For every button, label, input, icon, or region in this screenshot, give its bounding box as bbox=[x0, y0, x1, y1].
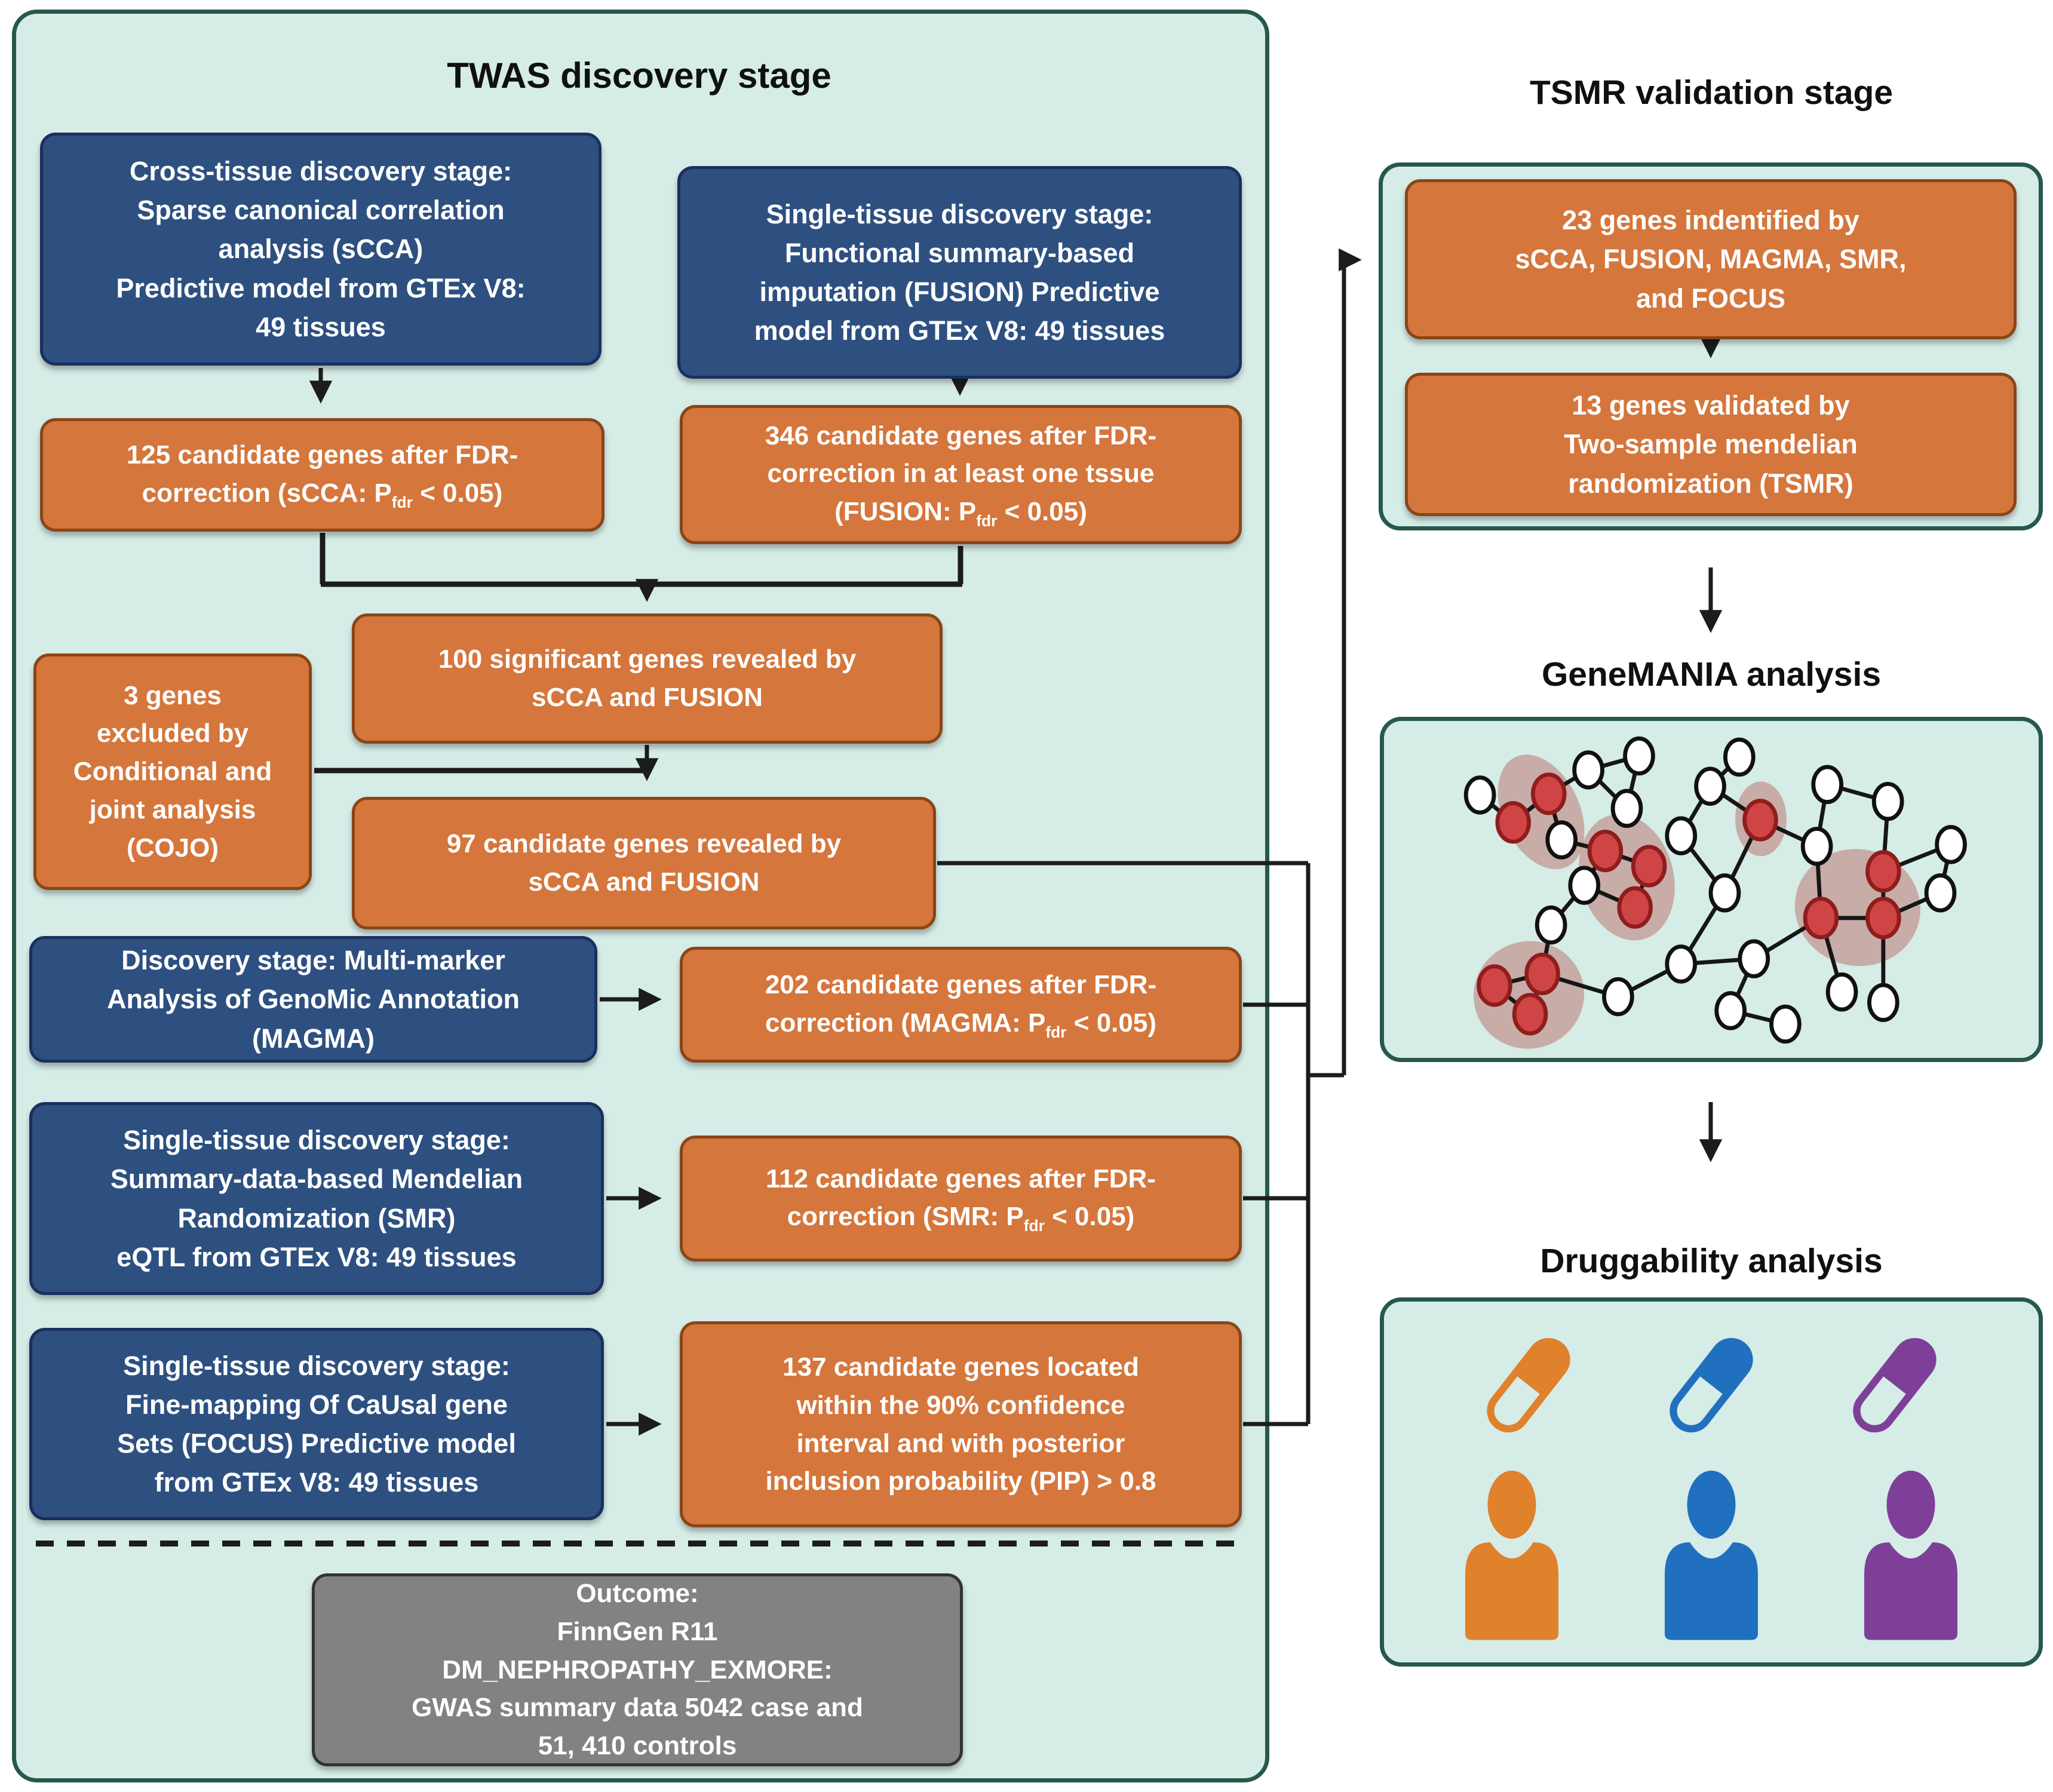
network-node-red bbox=[1524, 952, 1560, 996]
network-node-white bbox=[1623, 736, 1655, 776]
tsmr-title: TSMR validation stage bbox=[1529, 73, 1894, 112]
network-node-red bbox=[1587, 829, 1624, 873]
network-node-red bbox=[1617, 886, 1653, 929]
smr-result-text: 112 candidate genes after FDR- correctio… bbox=[766, 1164, 1156, 1232]
twas-title: TWAS discovery stage bbox=[447, 56, 831, 96]
magma-result-box: 202 candidate genes after FDR- correctio… bbox=[680, 947, 1242, 1063]
network-node-white bbox=[1714, 991, 1747, 1030]
person-icon-row bbox=[1402, 1465, 2021, 1644]
network-node-white bbox=[1602, 977, 1634, 1017]
network-node-red bbox=[1512, 993, 1548, 1036]
genes100-box: 100 significant genes revealed by sCCA a… bbox=[352, 613, 943, 744]
person-icon-orange bbox=[1465, 1471, 1558, 1640]
magma-result-sub: fdr bbox=[1045, 1023, 1067, 1041]
pill-icon-blue bbox=[1670, 1337, 1753, 1433]
cojo-box: 3 genes excluded by Conditional and join… bbox=[33, 653, 312, 890]
fusion-method-box: Single-tissue discovery stage: Functiona… bbox=[677, 166, 1242, 379]
genes97-box: 97 candidate genes revealed by sCCA and … bbox=[352, 797, 936, 929]
network-node-white bbox=[1694, 766, 1726, 806]
network-node-white bbox=[1535, 905, 1567, 945]
scca-result-box: 125 candidate genes after FDR- correctio… bbox=[40, 418, 604, 532]
network-node-red bbox=[1865, 850, 1901, 893]
network-node-white bbox=[1723, 737, 1756, 777]
magma-method-box: Discovery stage: Multi-marker Analysis o… bbox=[29, 936, 597, 1063]
network-node-red bbox=[1742, 799, 1778, 842]
fusion-result-box: 346 candidate genes after FDR- correctio… bbox=[680, 405, 1242, 544]
network-node-white bbox=[1568, 866, 1601, 905]
network-node-white bbox=[1825, 972, 1858, 1012]
smr-result-post: < 0.05) bbox=[1044, 1202, 1135, 1232]
network-node-white bbox=[1811, 765, 1844, 805]
smr-method-box: Single-tissue discovery stage: Summary-d… bbox=[29, 1102, 604, 1295]
network-node-white bbox=[1924, 873, 1957, 913]
smr-result-box: 112 candidate genes after FDR- correctio… bbox=[680, 1136, 1242, 1262]
network-node-white bbox=[1871, 781, 1904, 821]
network-node-red bbox=[1495, 801, 1531, 844]
druggability-panel bbox=[1380, 1297, 2043, 1667]
network-node-white bbox=[1572, 750, 1604, 790]
focus-method-box: Single-tissue discovery stage: Fine-mapp… bbox=[29, 1328, 604, 1520]
network-node-white bbox=[1610, 788, 1643, 829]
magma-result-text: 202 candidate genes after FDR- correctio… bbox=[765, 970, 1157, 1038]
fusion-result-post: < 0.05) bbox=[997, 497, 1087, 527]
outcome-box: Outcome: FinnGen R11 DM_NEPHROPATHY_EXMO… bbox=[312, 1573, 963, 1766]
genes13-box: 13 genes validated by Two-sample mendeli… bbox=[1405, 373, 2017, 516]
network-node-red bbox=[1865, 897, 1901, 940]
network-node-red bbox=[1631, 845, 1667, 888]
network-node-white bbox=[1867, 983, 1899, 1022]
focus-result-box: 137 candidate genes located within the 9… bbox=[680, 1321, 1242, 1527]
genemania-title: GeneMANIA analysis bbox=[1541, 655, 1882, 694]
network-node-white bbox=[1935, 825, 1967, 864]
person-icon-blue bbox=[1665, 1471, 1758, 1640]
scca-method-box: Cross-tissue discovery stage: Sparse can… bbox=[40, 133, 602, 366]
network-node-white bbox=[1708, 873, 1741, 913]
pill-icon-purple bbox=[1852, 1337, 1937, 1433]
genes23-box: 23 genes indentified by sCCA, FUSION, MA… bbox=[1405, 179, 2017, 339]
network-node-white bbox=[1545, 820, 1578, 860]
genemania-panel bbox=[1380, 717, 2043, 1062]
gene-network-graph bbox=[1463, 736, 1967, 1049]
network-node-red bbox=[1530, 772, 1567, 815]
network-node-white bbox=[1665, 816, 1698, 855]
druggability-title: Druggability analysis bbox=[1540, 1242, 1883, 1280]
network-node-white bbox=[1769, 1004, 1802, 1044]
smr-result-sub: fdr bbox=[1023, 1217, 1045, 1235]
fusion-result-sub: fdr bbox=[976, 512, 998, 530]
scca-result-text: 125 candidate genes after FDR- correctio… bbox=[126, 440, 518, 508]
scca-result-sub: fdr bbox=[391, 493, 413, 511]
pill-icon-row bbox=[1402, 1325, 2021, 1445]
network-node-white bbox=[1463, 775, 1496, 815]
scca-result-post: < 0.05) bbox=[412, 478, 503, 508]
person-icon-purple bbox=[1864, 1471, 1957, 1640]
magma-result-post: < 0.05) bbox=[1066, 1008, 1156, 1038]
pill-icon-orange bbox=[1486, 1337, 1570, 1433]
network-node-red bbox=[1477, 964, 1512, 1007]
network-node-red bbox=[1803, 897, 1839, 940]
network-node-white bbox=[1665, 944, 1698, 984]
fusion-result-text: 346 candidate genes after FDR- correctio… bbox=[765, 421, 1157, 527]
network-node-white bbox=[1738, 939, 1770, 978]
network-node-white bbox=[1800, 827, 1833, 866]
